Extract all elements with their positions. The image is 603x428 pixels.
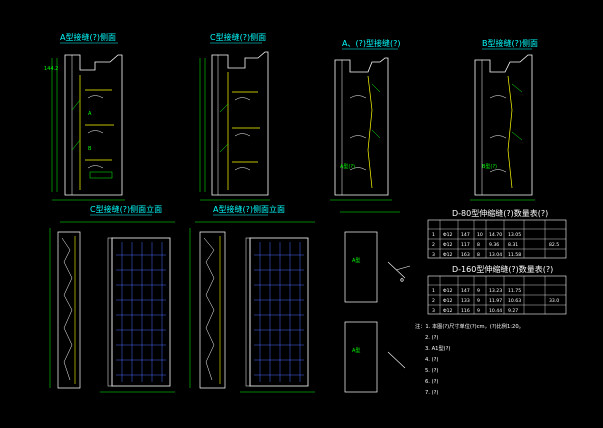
- note-5: 5. (?): [425, 368, 438, 374]
- svg-text:10.63: 10.63: [508, 298, 521, 304]
- table-rows: 1 Φ12 147 9 13.23 11.75 2 Φ12 133 9 11.9…: [432, 288, 559, 314]
- view-title: C型接缝(?)侧面立面: [90, 204, 162, 214]
- elevation-view-c: C型接缝(?)侧面立面: [49, 204, 175, 393]
- svg-text:11.58: 11.58: [508, 252, 521, 258]
- svg-text:147: 147: [461, 288, 470, 294]
- svg-text:3: 3: [432, 308, 435, 314]
- svg-text:3: 3: [432, 252, 435, 258]
- svg-text:13.23: 13.23: [489, 288, 502, 294]
- note-1: 注：1. 本图(?)尺寸单位(?)cm，(?)比例1:20。: [415, 322, 524, 330]
- elevation-view-a: A型接缝(?)侧面立面: [189, 204, 315, 393]
- svg-text:2: 2: [432, 242, 435, 248]
- svg-text:Φ12: Φ12: [443, 298, 453, 304]
- svg-text:Φ12: Φ12: [443, 242, 453, 248]
- svg-text:144.2: 144.2: [44, 66, 58, 72]
- notes: 注：1. 本图(?)尺寸单位(?)cm，(?)比例1:20。 2. (?) 3.…: [415, 322, 524, 396]
- svg-text:Φ: Φ: [400, 278, 404, 284]
- svg-text:8: 8: [477, 252, 480, 258]
- svg-text:9.27: 9.27: [508, 308, 518, 314]
- svg-text:14.70: 14.70: [489, 232, 502, 238]
- svg-text:33.0: 33.0: [549, 298, 559, 304]
- quantity-table-d80: D-80型伸缩缝(?)数量表(?) 1 Φ12 147 10 14.70 13.…: [427, 208, 567, 259]
- svg-text:117: 117: [461, 242, 470, 248]
- view-title: B型接缝(?)侧面: [482, 38, 538, 48]
- svg-text:1: 1: [432, 288, 435, 294]
- svg-text:B: B: [88, 146, 92, 152]
- svg-text:B型(?): B型(?): [482, 163, 497, 170]
- note-2: 2. (?): [425, 335, 438, 341]
- view-title: A型接缝(?)侧面: [60, 32, 116, 42]
- svg-text:9: 9: [477, 308, 480, 314]
- note-4: 4. (?): [425, 357, 438, 363]
- note-7: 7. (?): [425, 390, 438, 396]
- svg-text:10.44: 10.44: [489, 308, 502, 314]
- svg-text:A型: A型: [352, 257, 360, 264]
- svg-text:1: 1: [432, 232, 435, 238]
- section-view-b-4: B型接缝(?)侧面 B型(?): [470, 38, 538, 201]
- view-title: A型接缝(?)侧面立面: [213, 204, 285, 214]
- quantity-table-d160: D-160型伸缩缝(?)数量表(?) 1 Φ12 147 9 13.23 11.…: [427, 264, 567, 315]
- svg-text:8.31: 8.31: [508, 242, 518, 248]
- svg-text:11.97: 11.97: [489, 298, 502, 304]
- section-view-c-2: C型接缝(?)侧面: [199, 32, 270, 201]
- svg-text:Φ12: Φ12: [443, 252, 453, 258]
- note-6: 6. (?): [425, 379, 438, 385]
- svg-text:Φ12: Φ12: [443, 308, 453, 314]
- svg-text:A型: A型: [352, 347, 360, 354]
- svg-text:11.75: 11.75: [508, 288, 521, 294]
- section-view-a-3: A、(?)型接缝(?) A型(?): [330, 38, 400, 201]
- svg-text:9.36: 9.36: [489, 242, 499, 248]
- svg-text:116: 116: [461, 308, 470, 314]
- svg-text:10: 10: [477, 232, 483, 238]
- svg-text:Φ12: Φ12: [443, 232, 453, 238]
- svg-text:133: 133: [461, 298, 470, 304]
- svg-text:9: 9: [477, 298, 480, 304]
- rebar-detail: A型 A型 Φ: [340, 211, 411, 393]
- note-3: 3. A1型(?): [425, 344, 450, 352]
- svg-text:13.04: 13.04: [489, 252, 502, 258]
- svg-text:82.5: 82.5: [549, 242, 559, 248]
- svg-text:2: 2: [432, 298, 435, 304]
- view-title: A、(?)型接缝(?): [342, 38, 400, 48]
- svg-text:147: 147: [461, 232, 470, 238]
- svg-text:13.05: 13.05: [508, 232, 521, 238]
- svg-text:A: A: [88, 111, 92, 117]
- svg-text:A型(?): A型(?): [340, 163, 355, 170]
- svg-text:9: 9: [477, 288, 480, 294]
- view-title: C型接缝(?)侧面: [210, 32, 266, 42]
- svg-text:163: 163: [461, 252, 470, 258]
- svg-text:8: 8: [477, 242, 480, 248]
- table-title: D-160型伸缩缝(?)数量表(?): [452, 264, 553, 274]
- table-rows: 1 Φ12 147 10 14.70 13.05 82.5 2 Φ12 117 …: [432, 232, 559, 258]
- svg-text:Φ12: Φ12: [443, 288, 453, 294]
- section-view-a-1: A型接缝(?)侧面 144.2 A B: [44, 32, 125, 201]
- table-title: D-80型伸缩缝(?)数量表(?): [452, 208, 548, 218]
